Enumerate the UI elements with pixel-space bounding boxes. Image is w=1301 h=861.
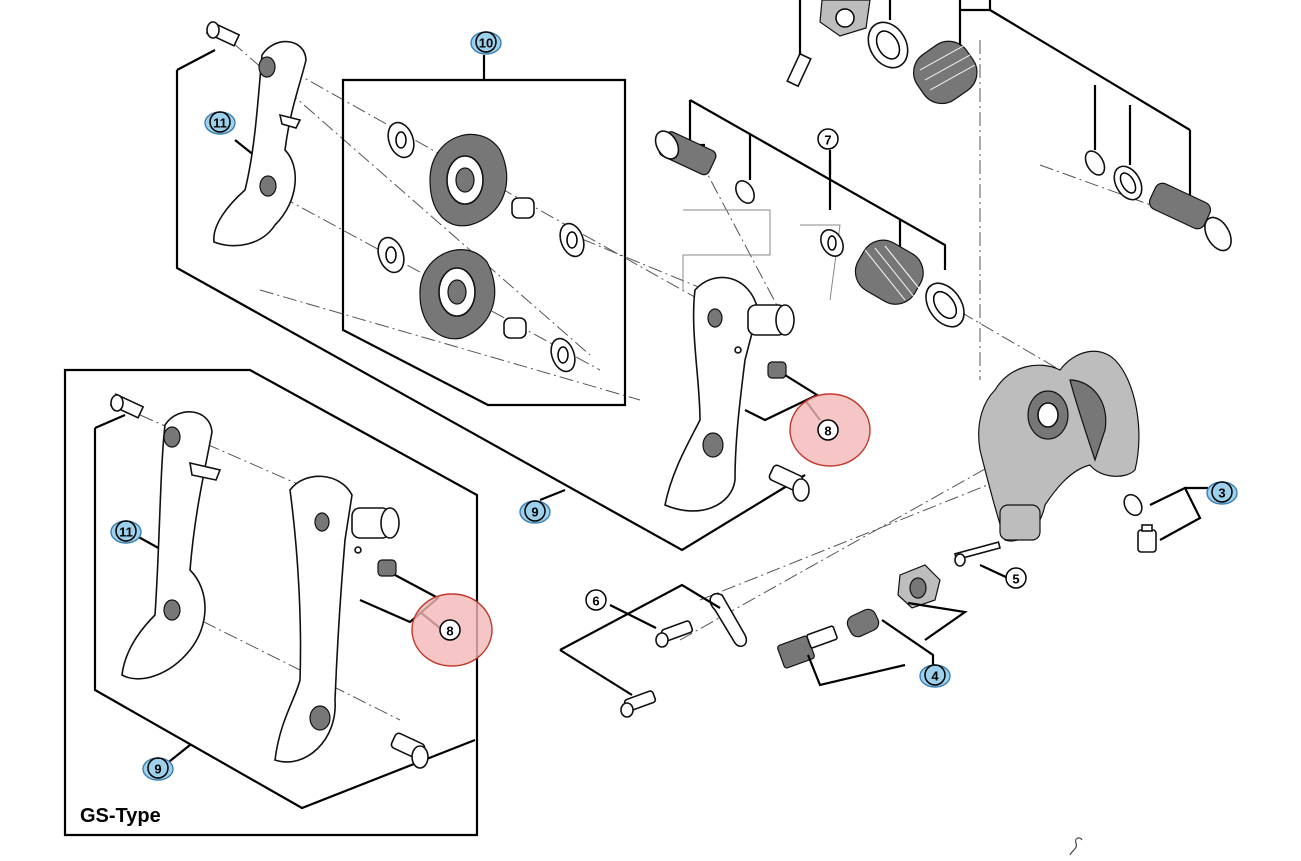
corner-squiggle <box>1069 837 1083 856</box>
callout-ring <box>1211 481 1233 503</box>
callout-number: 9 <box>154 762 161 777</box>
callout-c3: 3 <box>1206 481 1238 505</box>
callout-c6: 6 <box>585 589 607 611</box>
inner-plate-screw-upper <box>768 464 810 502</box>
callout-c10: 10 <box>470 31 502 55</box>
callout-ring <box>209 111 231 133</box>
bushing-bolt <box>654 130 717 176</box>
callout-c11a: 11 <box>204 111 236 135</box>
callouts: 10 11 7 8 9 3 5 6 4 11 8 9 <box>110 31 1238 781</box>
callout-number: 5 <box>1012 572 1019 587</box>
spring-coil-top <box>912 40 978 105</box>
coil-spring-small <box>846 608 880 638</box>
callout-ring <box>1005 567 1027 589</box>
pulley-upper <box>387 121 585 258</box>
b-tension-group <box>1123 486 1208 553</box>
pulley-set-box <box>341 55 627 407</box>
callout-number: 7 <box>824 133 831 148</box>
outer-plate-group-upper <box>175 21 806 552</box>
inner-plate-upper <box>539 276 821 512</box>
screw-top <box>786 52 812 88</box>
callout-ring <box>439 619 461 641</box>
gs-type-label: GS-Type <box>80 805 161 827</box>
callout-number: 9 <box>531 505 538 520</box>
pivot-bolt-group <box>1084 85 1232 252</box>
pulley-lower <box>377 236 576 373</box>
cable-screw-lower <box>620 690 657 718</box>
callout-number: 4 <box>931 669 939 684</box>
cable-fixing-group <box>559 583 748 718</box>
callout-ring <box>147 757 169 779</box>
callout-c9a: 9 <box>519 500 551 524</box>
gs-type-panel <box>63 368 479 837</box>
callout-number: 6 <box>592 594 599 609</box>
callout-ring <box>524 500 546 522</box>
inner-plate-screw-gs <box>390 732 429 769</box>
pin-part <box>953 541 1009 579</box>
callout-number: 3 <box>1218 486 1225 501</box>
callout-c11b: 11 <box>110 520 142 544</box>
callout-ring <box>585 589 607 611</box>
tension-spring <box>854 239 924 305</box>
callout-number: 8 <box>446 624 453 639</box>
callout-c8b: 8 <box>411 593 493 667</box>
plate-screw-upper <box>205 21 241 47</box>
callout-number: 8 <box>824 424 831 439</box>
callout-number: 11 <box>213 116 227 131</box>
callout-c8a: 8 <box>789 393 871 467</box>
callout-ring <box>817 128 839 150</box>
callout-number: 11 <box>119 525 133 540</box>
b-tension-screw <box>1137 524 1157 553</box>
callout-ring <box>115 520 137 542</box>
callout-c4: 4 <box>919 664 951 688</box>
callout-c5: 5 <box>1005 567 1027 589</box>
callout-c9b: 9 <box>142 757 174 781</box>
spring-bushing-group <box>654 99 965 328</box>
adjust-bolt <box>777 625 838 669</box>
derailleur-body <box>978 350 1140 542</box>
callout-number: 10 <box>479 36 493 51</box>
cable-screw-upper <box>655 620 694 648</box>
callout-ring <box>924 664 946 686</box>
callout-ring <box>475 31 497 53</box>
callout-ring <box>817 419 839 441</box>
guide-lines <box>682 209 841 301</box>
pivot-bolt <box>1148 182 1232 252</box>
callout-c7: 7 <box>817 128 839 150</box>
plate-screw-gs <box>109 393 145 419</box>
top-axle-parts <box>786 0 1191 131</box>
